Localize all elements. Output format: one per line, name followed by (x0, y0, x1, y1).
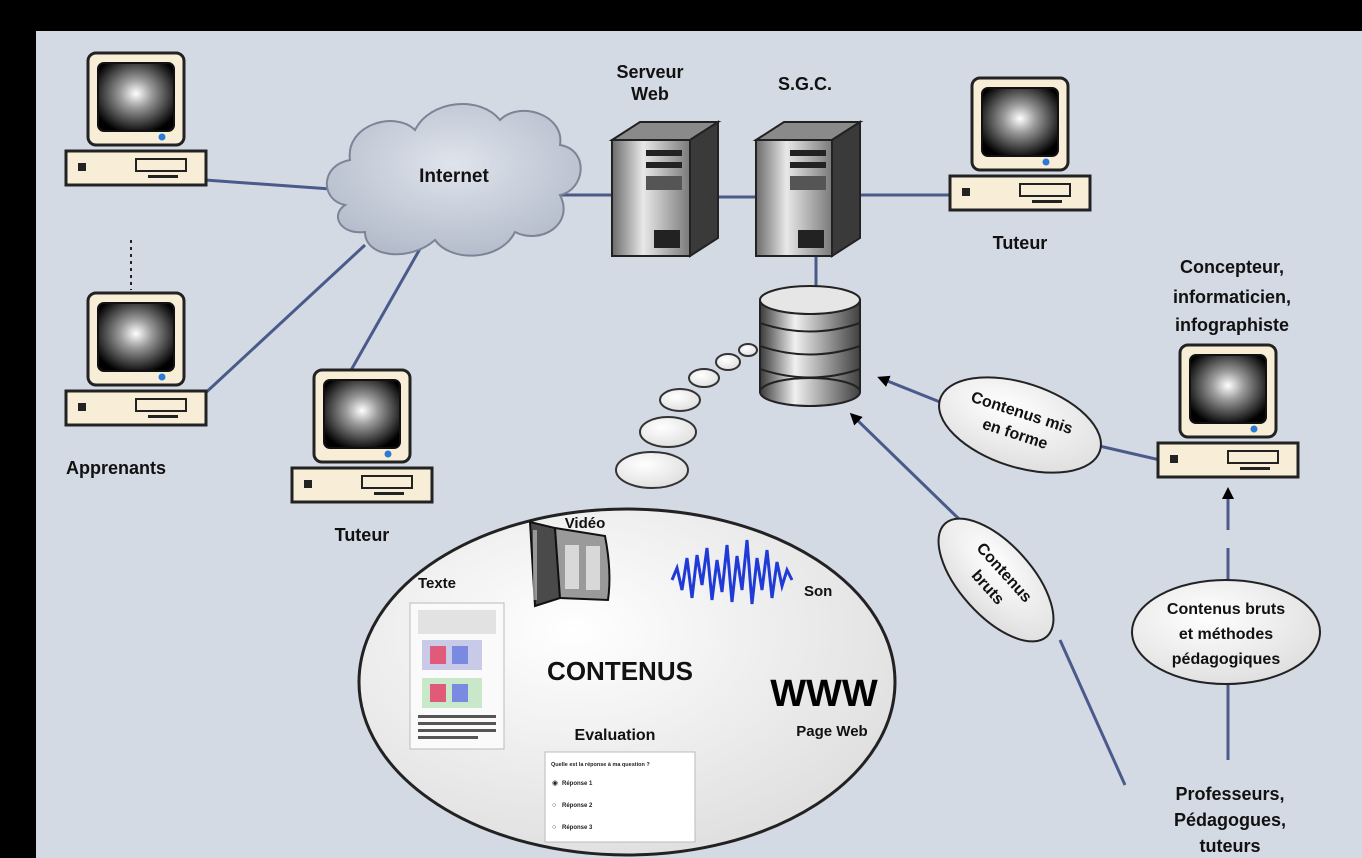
contenus-label: CONTENUS (547, 656, 693, 686)
flow-arrows (849, 375, 1234, 530)
www-label: WWW (770, 673, 878, 715)
son-label: Son (804, 583, 832, 600)
contenus-bubble (357, 507, 897, 857)
video-film-icon (528, 520, 611, 608)
computer-icon-learner-bottom (64, 291, 208, 427)
professeurs-label-line2: Pédagogues, (1174, 810, 1286, 830)
sgc-server-icon (752, 120, 864, 258)
text-document-icon (409, 602, 505, 750)
tuteur-left-label: Tuteur (335, 525, 390, 545)
evaluation-label: Evaluation (575, 727, 656, 744)
evaluation-answer-1: Réponse 1 (562, 781, 593, 787)
contenus-methodes-label-line3: pédagogiques (1172, 651, 1281, 668)
concepteur-label-line2: informaticien, (1173, 287, 1291, 307)
contenus-bruts-bubble: Contenus bruts (937, 517, 1055, 643)
evaluation-answer-2: Réponse 2 (562, 803, 593, 809)
sgc-label: S.G.C. (778, 74, 832, 94)
evaluation-radio-1: ◉ (552, 780, 558, 787)
apprenants-label: Apprenants (66, 458, 166, 478)
web-server-label-line1: Serveur (616, 62, 683, 82)
computer-icon-designer (1156, 343, 1300, 479)
evaluation-answer-3: Réponse 3 (562, 825, 593, 831)
web-server-label-line2: Web (631, 84, 669, 104)
network-connections (198, 178, 1230, 786)
contenus-mis-en-forme-bubble: Contenus mis en forme (938, 376, 1102, 474)
contenus-methodes-label-line2: et méthodes (1179, 626, 1273, 643)
page-web-label: Page Web (796, 723, 867, 740)
contenus-methodes-label-line1: Contenus bruts (1167, 601, 1285, 618)
thought-bubbles (615, 343, 758, 489)
evaluation-form-icon (544, 751, 696, 843)
sound-waveform-icon (670, 539, 794, 605)
concepteur-label-line3: infographiste (1175, 315, 1289, 335)
computer-icon-learner-top (64, 51, 208, 187)
evaluation-radio-2: ○ (552, 802, 556, 809)
concepteur-label-line1: Concepteur, (1180, 257, 1284, 277)
tuteur-right-label: Tuteur (993, 233, 1048, 253)
texte-label: Texte (418, 575, 456, 592)
web-server-icon (608, 120, 722, 258)
professeurs-label-line1: Professeurs, (1175, 784, 1284, 804)
internet-label: Internet (419, 166, 489, 187)
evaluation-radio-3: ○ (552, 824, 556, 831)
internet-cloud-icon (325, 103, 582, 257)
video-label: Vidéo (565, 515, 606, 532)
contenus-bruts-methodes-bubble: Contenus bruts et méthodes pédagogiques (1131, 579, 1321, 685)
professeurs-label-line3: tuteurs (1199, 836, 1260, 856)
computer-icon-tutor-left (290, 368, 434, 504)
computer-icon-tutor-right (948, 76, 1092, 212)
database-icon (759, 285, 861, 407)
evaluation-question: Quelle est la réponse à ma question ? (551, 762, 650, 768)
